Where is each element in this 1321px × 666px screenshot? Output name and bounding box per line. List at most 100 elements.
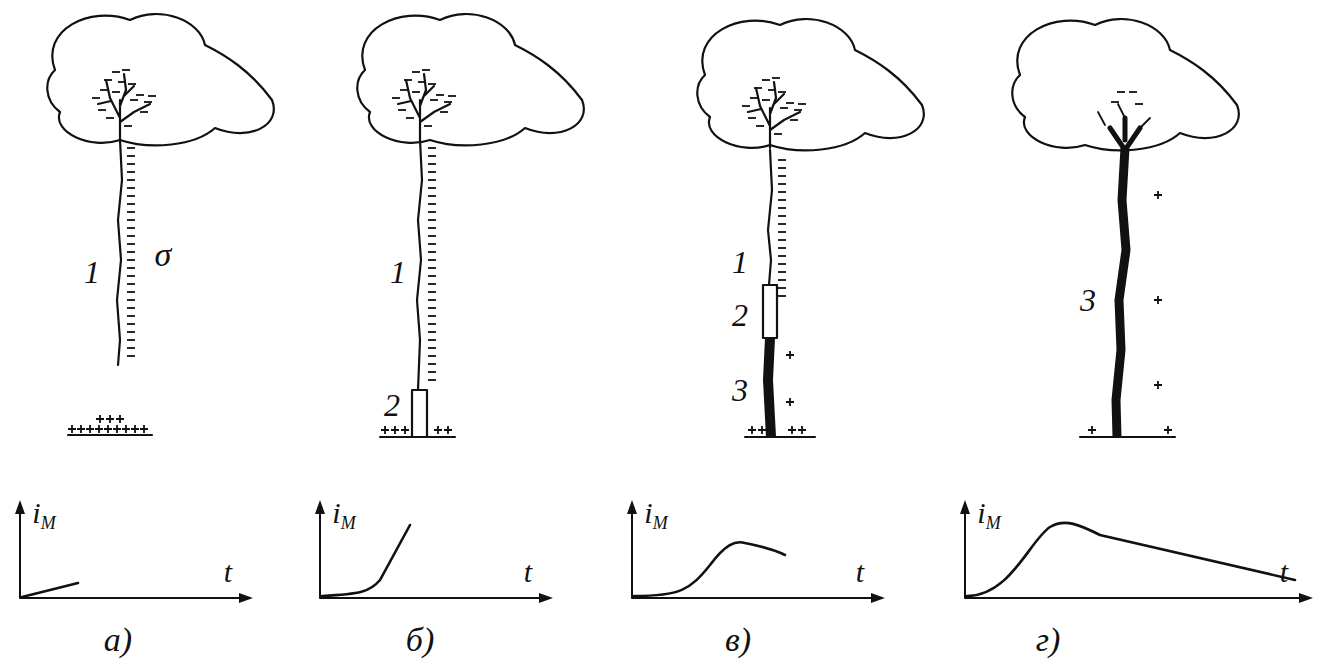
graph-axes [965,505,1308,598]
panel-label: б) [406,623,434,657]
charge-sign [428,83,436,85]
charge-sign [798,426,806,434]
charge-sign [127,203,135,205]
charge-sign [127,171,135,173]
charge-sign [127,251,135,253]
charge-sign [428,171,436,173]
charge-sign [428,323,436,325]
charge-sign [140,425,148,433]
current-curve [22,583,78,597]
charge-sign [778,167,786,169]
charge-sign [144,101,152,103]
charge-sign [428,331,436,333]
charge-sign [768,89,776,91]
charge-sign [428,163,436,165]
charge-sign [428,363,436,365]
charge-sign [381,426,389,434]
charge-sign [428,187,436,189]
charge-sign [786,102,794,104]
current-curve [967,523,1295,596]
charge-sign [786,351,794,359]
return-stroke [1116,148,1126,437]
return-stroke-branches [1110,118,1140,150]
charge-sign [762,99,770,101]
charge-sign [127,155,135,157]
charge-sign [112,91,120,93]
charge-sign [778,159,786,161]
counter-leader [763,285,777,338]
charge-sign [444,101,452,103]
charge-sign [778,255,786,257]
charge-sign [758,426,766,434]
charge-signs [68,70,1172,434]
charge-sign [778,91,786,93]
charge-sign [95,425,103,433]
leader-channel [417,140,422,390]
charge-sign [148,95,156,97]
callout-number: 2 [384,389,400,421]
charge-sign [127,307,135,309]
callout-number: 3 [1080,284,1096,316]
charge-sign [778,295,786,297]
charge-sign [1129,91,1137,93]
charge-sign [778,175,786,177]
charge-sign [127,259,135,261]
charge-sign [127,315,135,317]
ground-line [68,434,152,436]
axis-label: t [224,557,232,587]
cloud [1012,19,1239,150]
charge-sign [127,323,135,325]
charge-sign [404,79,412,81]
charge-sign [400,89,408,91]
cloud [47,14,274,145]
charge-sign [122,425,130,433]
charge-sign [778,199,786,201]
ground-line [380,436,455,438]
charge-sign [1154,191,1162,199]
charge-sign [127,355,135,357]
charge-sign [778,239,786,241]
charge-sign [440,111,448,113]
callout-number: 1 [732,246,748,278]
charge-sign [130,99,138,101]
leader-branches [1098,104,1150,128]
panel-label: в) [725,623,751,657]
charge-sign [762,79,770,81]
charge-sign [748,426,756,434]
charge-sign [136,94,144,96]
axis-label: t [856,557,864,587]
charge-sign [778,191,786,193]
axis-label: iМ [332,498,355,532]
charge-sign [428,347,436,349]
charge-sign [127,243,135,245]
charge-sign [778,231,786,233]
charge-sign [428,251,436,253]
charge-sign [112,71,120,73]
charge-sign [428,259,436,261]
charge-sign [428,355,436,357]
charge-sign [748,117,756,119]
charge-sign [428,147,436,149]
charge-sign [96,415,104,423]
charge-sign [778,247,786,249]
charge-sign [104,79,112,81]
leader-branches [98,74,150,140]
charge-sign [140,111,148,113]
cloud [357,14,584,145]
leader-channel [768,150,772,285]
charge-sign [778,263,786,265]
ground-line [745,436,815,438]
charge-sign [1088,426,1096,434]
callout-number: 3 [732,374,748,406]
axis-label: t [1280,557,1288,587]
charge-sign [1154,381,1162,389]
current-curve [322,525,410,596]
charge-sign [127,219,135,221]
charge-sign [428,275,436,277]
charge-sign [428,283,436,285]
charge-sign [412,91,420,93]
axis-label: t [524,557,532,587]
charge-sign [127,291,135,293]
charge-sign [428,379,436,381]
charge-sign [434,426,442,434]
